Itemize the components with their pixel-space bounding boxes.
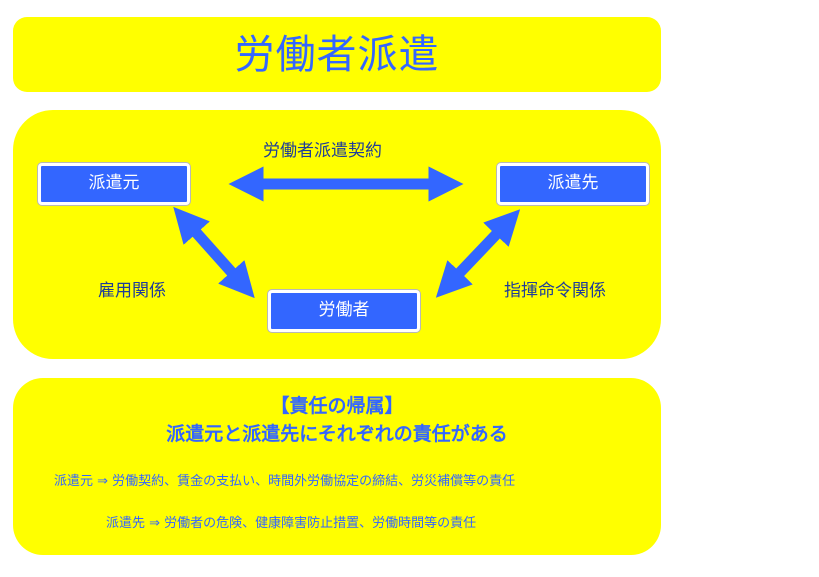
employment-arrow	[173, 206, 255, 299]
page-title: 労働者派遣	[234, 32, 440, 78]
responsibility-panel	[13, 378, 661, 555]
command-arrow	[435, 209, 521, 298]
worker-node: 労働者	[268, 290, 420, 332]
haken-saki-node: 派遣先	[497, 163, 649, 205]
command-label: 指揮命令関係	[504, 281, 606, 301]
responsibility-heading: 【責任の帰属】	[270, 395, 404, 417]
haken-moto-node: 派遣元	[38, 163, 190, 205]
contract-label: 労働者派遣契約	[263, 141, 382, 161]
responsibility-subheading: 派遣元と派遣先にそれぞれの責任がある	[166, 423, 508, 445]
responsibility-line-haken-saki: 派遣先 ⇒ 労働者の危険、健康障害防止措置、労働時間等の責任	[106, 516, 477, 531]
responsibility-line-haken-moto: 派遣元 ⇒ 労働契約、賃金の支払い、時間外労働協定の締結、労災補償等の責任	[54, 474, 516, 489]
employment-label: 雇用関係	[98, 281, 166, 301]
title-panel: 労働者派遣	[13, 17, 661, 92]
